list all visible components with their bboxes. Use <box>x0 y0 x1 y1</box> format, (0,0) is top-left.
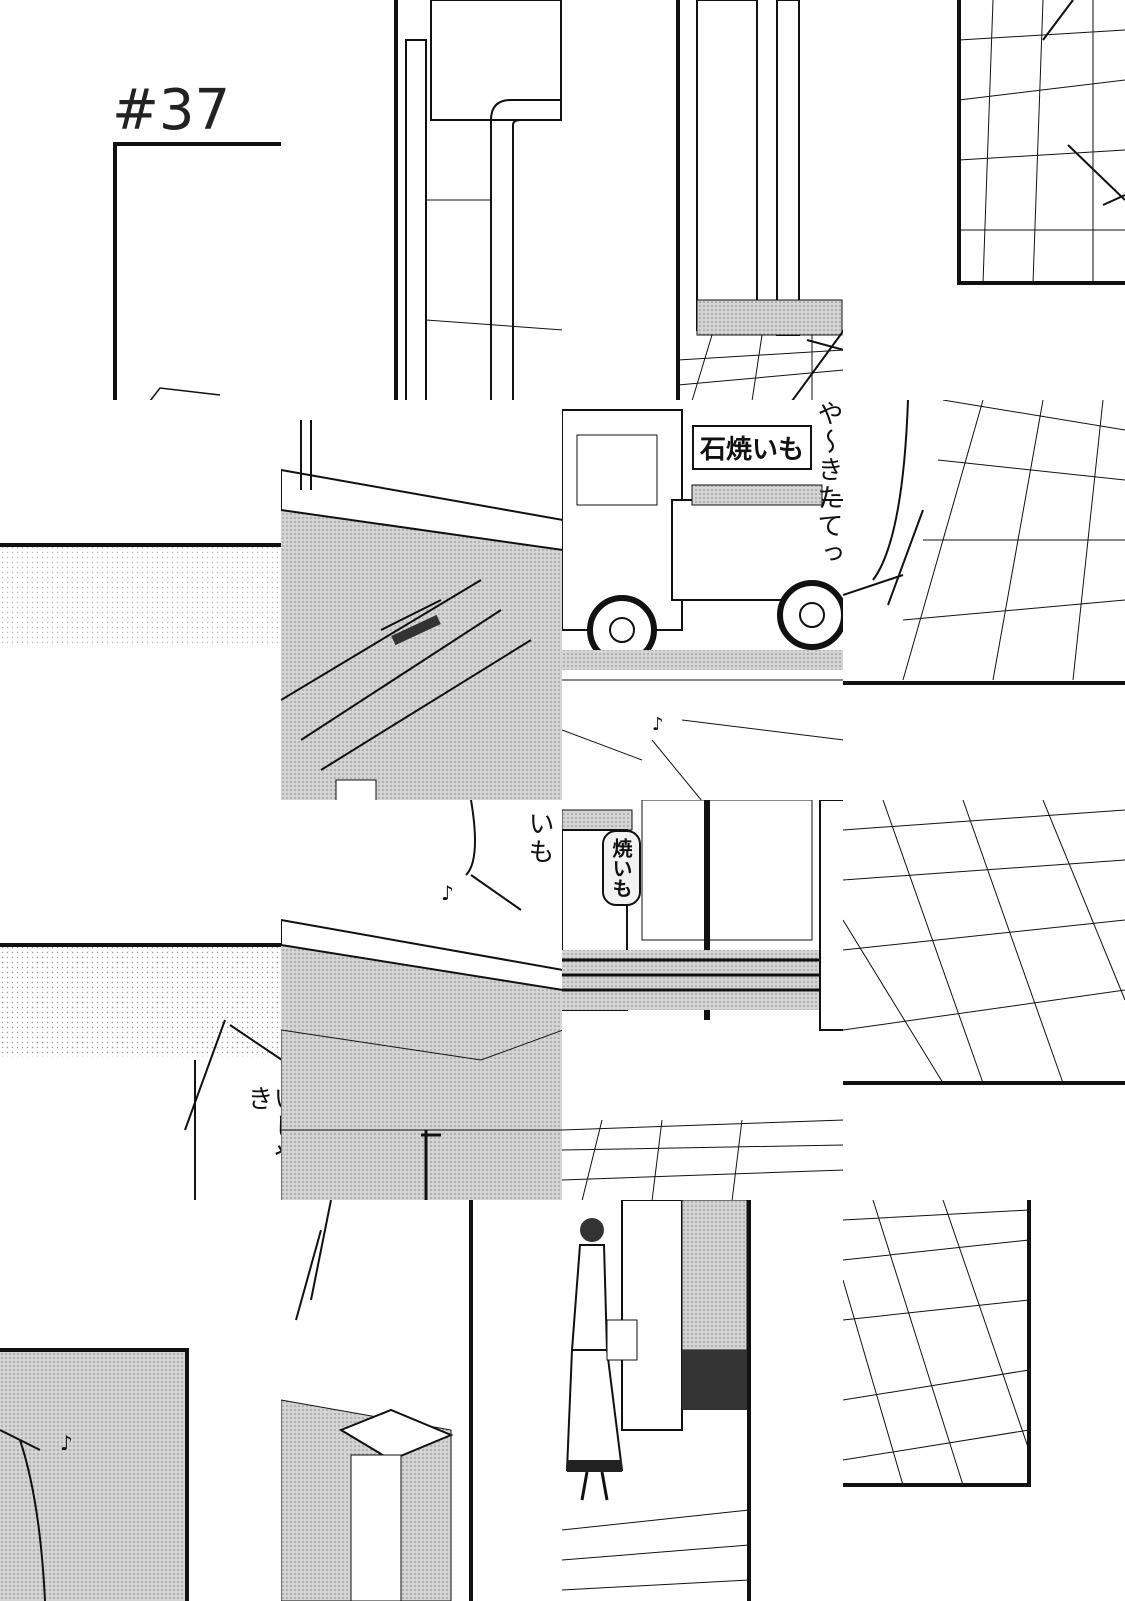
truck-sign: 石焼いも <box>692 425 813 470</box>
panel-tile-title: #37 <box>0 0 282 401</box>
tiled-floor-drawing <box>957 0 1125 285</box>
overpass-drawing <box>281 420 563 801</box>
music-note-icon: ♪ <box>441 881 454 905</box>
overpass-drawing-2: ♪ <box>281 800 563 1201</box>
speech-yakitate: や〜きたてっ <box>813 400 843 568</box>
pillar-pipe-drawing <box>394 0 563 401</box>
girl-figure <box>565 1218 638 1501</box>
panel-tile-overpass <box>281 400 563 801</box>
panel-tile-tone-small: ♪ <box>0 1200 282 1601</box>
panel-tile-tiled-floor-4 <box>843 1200 1125 1601</box>
sweet-potato-truck-drawing: ♪ <box>562 409 844 801</box>
panel-frame <box>113 142 282 401</box>
tone-small-drawing: ♪ <box>0 1348 189 1601</box>
panel-tile-box-building <box>281 1200 563 1601</box>
box-building-drawing <box>281 1200 473 1601</box>
panel-tile-overpass-2: ♪ いも <box>281 800 563 1201</box>
panel-tile-tiled-floor-3 <box>843 800 1125 1201</box>
speech-ishiyaki: いしや〜き <box>243 1085 282 1197</box>
tiled-floor-drawing-3 <box>843 800 1125 1085</box>
chapter-number: #37 <box>112 78 231 143</box>
panel-tile-tone-gradient: いしや〜き <box>0 800 282 1201</box>
pillar-street-drawing <box>676 0 844 401</box>
girl-walking-drawing <box>562 1200 751 1601</box>
panel-tile-truck: ♪ 石焼いも や〜きたてっ <box>562 400 844 801</box>
panel-tile-street-lantern: 焼いも <box>562 800 844 1201</box>
truck-wheel <box>777 580 844 650</box>
street-lantern-drawing <box>562 800 844 1201</box>
speech-imo: いも <box>524 810 554 866</box>
tiled-floor-drawing-4 <box>843 1200 1031 1487</box>
tone-sky-drawing <box>0 543 282 647</box>
tiled-floor-drawing-2 <box>843 400 1125 685</box>
panel-tile-girl <box>562 1200 844 1601</box>
lantern-sign: 焼いも <box>602 830 641 906</box>
music-note-icon: ♪ <box>652 714 664 735</box>
panel-tile-pillar-street <box>562 0 844 401</box>
panel-tile-pillar-pipe <box>281 0 563 401</box>
tone-gradient-drawing <box>0 943 282 1201</box>
panel-tile-tiled-floor <box>843 0 1125 401</box>
music-note-icon: ♪ <box>60 1431 73 1455</box>
panel-tile-tiled-floor-2 <box>843 400 1125 801</box>
panel-tile-tone-sky <box>0 400 282 801</box>
